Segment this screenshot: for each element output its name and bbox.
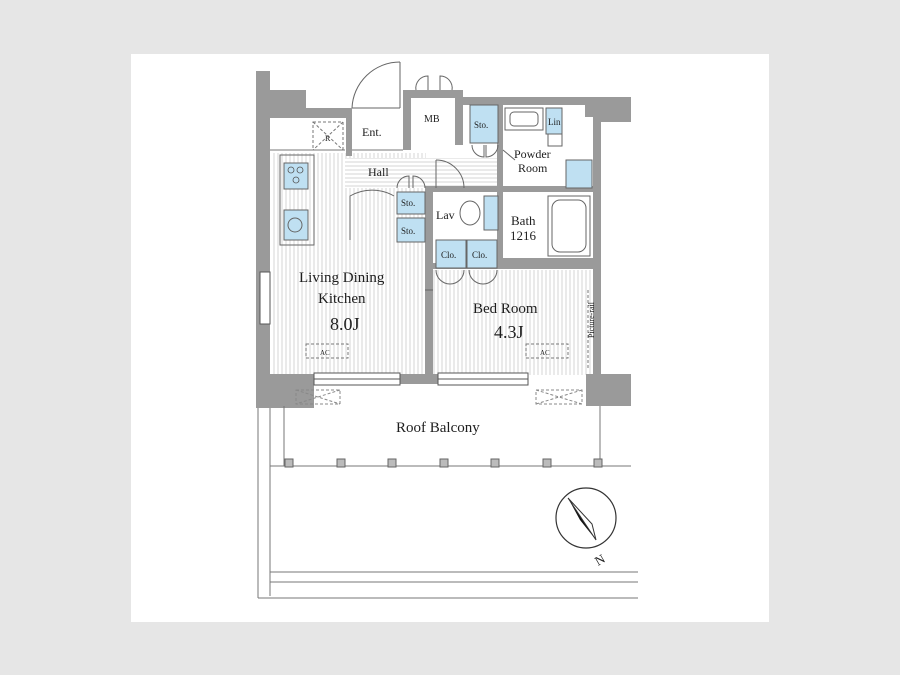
mb-doors xyxy=(415,75,453,91)
living-label-2: Kitchen xyxy=(318,291,366,307)
compass-north-label: N xyxy=(592,551,608,569)
bath-size-label: 1216 xyxy=(510,228,537,243)
living-size-label: 8.0J xyxy=(330,314,360,334)
storage-label-1: Sto. xyxy=(474,120,488,130)
living-floor xyxy=(273,153,426,375)
kitchen-counter xyxy=(279,154,315,246)
hall-floor xyxy=(345,158,497,188)
balcony-label: Roof Balcony xyxy=(396,420,480,436)
living-label-1: Living Dining xyxy=(299,270,385,286)
powder-room-label-2: Room xyxy=(518,161,548,175)
bedroom-floor xyxy=(433,270,591,375)
kitchen-sink xyxy=(287,217,303,233)
ac-label-1: AC xyxy=(320,349,330,357)
outdoor-units xyxy=(295,389,583,405)
bath-label: Bath xyxy=(511,213,536,228)
bedroom-size-label: 4.3J xyxy=(494,322,524,342)
stove-icon xyxy=(287,166,304,184)
refrigerator-label: R xyxy=(325,134,331,143)
toilet-icon xyxy=(459,200,481,226)
entrance-door xyxy=(351,61,401,109)
bathtub xyxy=(547,195,591,257)
balcony-outline xyxy=(257,406,638,599)
compass xyxy=(555,487,617,549)
lav-label: Lav xyxy=(436,208,455,222)
mb-label: MB xyxy=(424,114,440,125)
windows xyxy=(259,271,529,386)
entrance-label: Ent. xyxy=(362,125,382,139)
bedroom-label: Bed Room xyxy=(473,301,538,317)
hall-label: Hall xyxy=(368,165,389,179)
storage-blocks xyxy=(283,104,593,269)
storage-label-2: Sto. xyxy=(401,198,415,208)
ac-units xyxy=(305,343,569,359)
refrigerator-space xyxy=(312,121,344,151)
powder-room-label-1: Powder xyxy=(514,147,551,161)
closet-label-1: Clo. xyxy=(441,250,456,260)
storage-label-3: Sto. xyxy=(401,226,415,236)
powder-sink xyxy=(504,107,563,147)
balcony-posts xyxy=(284,458,603,468)
linen-label: Lin xyxy=(548,117,561,127)
ac-label-2: AC xyxy=(540,349,550,357)
interior-doors xyxy=(349,144,516,291)
picture-rail-label: Picture-rail xyxy=(587,301,596,338)
closet-label-2: Clo. xyxy=(472,250,487,260)
